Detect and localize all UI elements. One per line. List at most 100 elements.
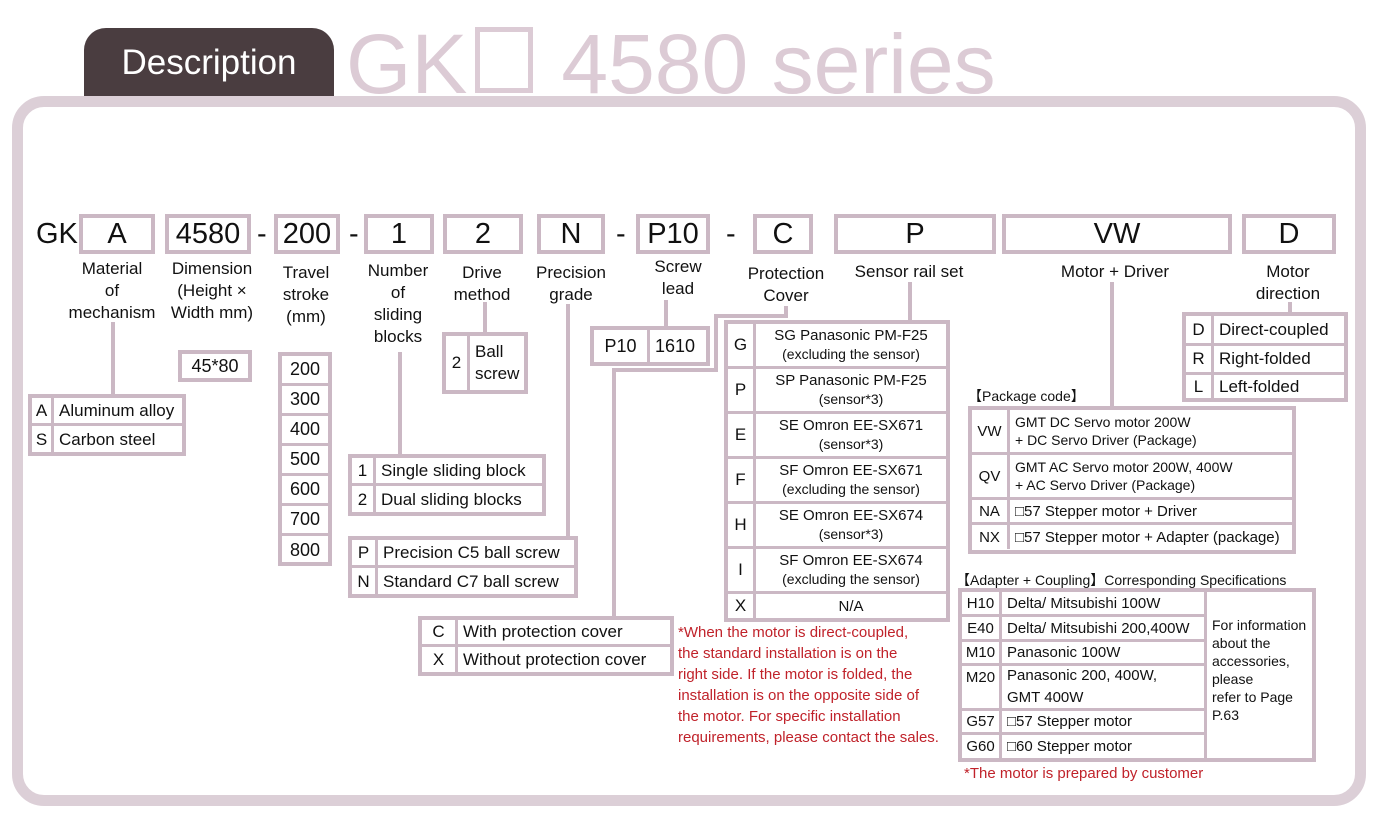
code-dash-2: - (349, 218, 359, 250)
code-prefix: GK (36, 218, 78, 250)
code-dash-3: - (616, 218, 626, 250)
stroke-options-table: 200 300 400 500 600 700 800 (278, 352, 332, 566)
code-dash-1: - (257, 218, 267, 250)
package-option-row: NX□57 Stepper motor + Adapter (package) (972, 525, 1292, 549)
adapter-title: 【Adapter + Coupling】Corresponding Specif… (956, 572, 1287, 588)
connector-lead (664, 300, 668, 326)
label-cover: Protection Cover (747, 264, 825, 305)
connector-motor (1110, 282, 1114, 406)
placeholder-square-icon (475, 27, 534, 93)
connector-cover-v3 (784, 306, 788, 318)
code-precision: N (537, 214, 605, 254)
description-tab: Description (84, 28, 334, 98)
stroke-option: 600 (282, 476, 328, 506)
label-blocks: Number of sliding blocks (367, 261, 429, 346)
connector-cover-v2 (714, 314, 718, 372)
adapter-option-row: G60□60 Stepper motor (962, 735, 1204, 758)
connector-material (111, 322, 115, 396)
package-title: 【Package code】 (968, 388, 1085, 404)
label-drive: Drive method (453, 263, 511, 304)
motor-note: *The motor is prepared by customer (964, 765, 1204, 782)
code-sensor: P (834, 214, 996, 254)
code-direction: D (1242, 214, 1336, 254)
connector-sensor (908, 282, 912, 322)
label-precision: Precision grade (536, 263, 606, 304)
code-stroke: 200 (274, 214, 340, 254)
stroke-option: 700 (282, 506, 328, 536)
connector-direction (1288, 302, 1292, 316)
code-cover: C (753, 214, 813, 254)
package-option-row: NA□57 Stepper motor + Driver (972, 500, 1292, 525)
connector-precision (566, 304, 570, 536)
code-material: A (79, 214, 155, 254)
tab-label: Description (121, 43, 297, 82)
code-dimension: 4580 (165, 214, 251, 254)
content-frame (12, 96, 1366, 806)
stroke-option: 200 (282, 356, 328, 386)
label-lead: Screw lead (654, 257, 702, 298)
series-suffix: 4580 series (561, 17, 996, 111)
code-drive: 2 (443, 214, 523, 254)
series-title: GK 4580 series (346, 14, 996, 114)
code-motor: VW (1002, 214, 1232, 254)
stroke-option: 800 (289, 539, 321, 560)
label-direction: Motor direction (1255, 262, 1321, 303)
series-prefix: GK (346, 17, 468, 111)
adapter-info: For information about the accessories, p… (1212, 617, 1307, 723)
connector-cover-v (612, 368, 616, 618)
label-dimension: Dimension (Height × Width mm) (170, 259, 254, 322)
stroke-option: 500 (282, 446, 328, 476)
code-lead: P10 (636, 214, 710, 254)
code-blocks: 1 (364, 214, 434, 254)
stroke-option: 300 (282, 386, 328, 416)
connector-drive (483, 302, 487, 332)
code-dash-4: - (726, 218, 736, 250)
dimension-option: 45*80 (178, 350, 252, 382)
connector-cover-h2 (714, 314, 788, 318)
label-stroke: Travel stroke (mm) (282, 263, 330, 326)
label-material: Material of mechanism (68, 259, 156, 322)
cover-installation-note: *When the motor is direct-coupled, the s… (678, 624, 939, 746)
label-sensor: Sensor rail set (854, 262, 964, 281)
connector-cover-h (612, 368, 718, 372)
stroke-option: 400 (282, 416, 328, 446)
label-motor: Motor + Driver (1060, 262, 1170, 281)
